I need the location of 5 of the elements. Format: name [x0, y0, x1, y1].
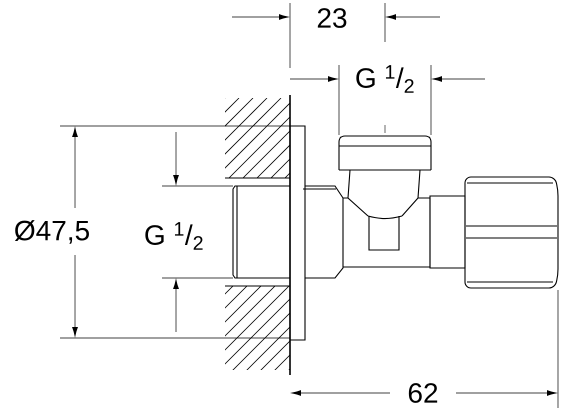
dimension-label: G $^{1}$/$_{2}$	[145, 222, 203, 250]
dimension-label: 62	[408, 383, 438, 403]
dimension-label: 23	[318, 8, 346, 28]
dimension-label: G $^{1}$/$_{2}$	[356, 65, 414, 93]
dimension-label: Ø47,5	[14, 220, 89, 244]
